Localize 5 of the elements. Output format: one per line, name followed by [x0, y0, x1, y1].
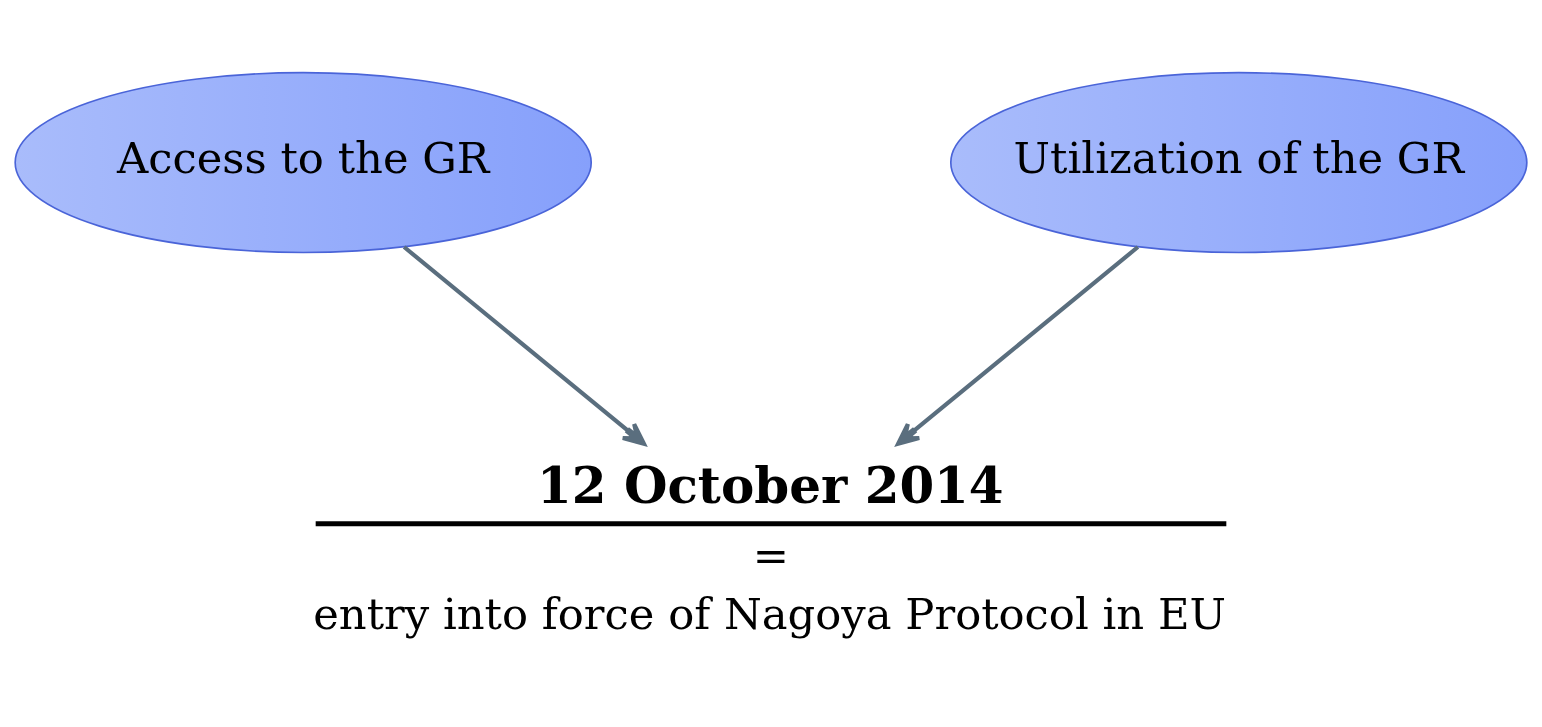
arrow: [896, 244, 1140, 446]
node-text: 12 October 2014 = entry into force of Nagoya Protocol in EU: [313, 455, 1226, 639]
node-ellipse: Utilization of the GR: [949, 71, 1528, 253]
node-ellipse: Access to the GR: [14, 71, 593, 253]
arrow: [402, 244, 646, 446]
